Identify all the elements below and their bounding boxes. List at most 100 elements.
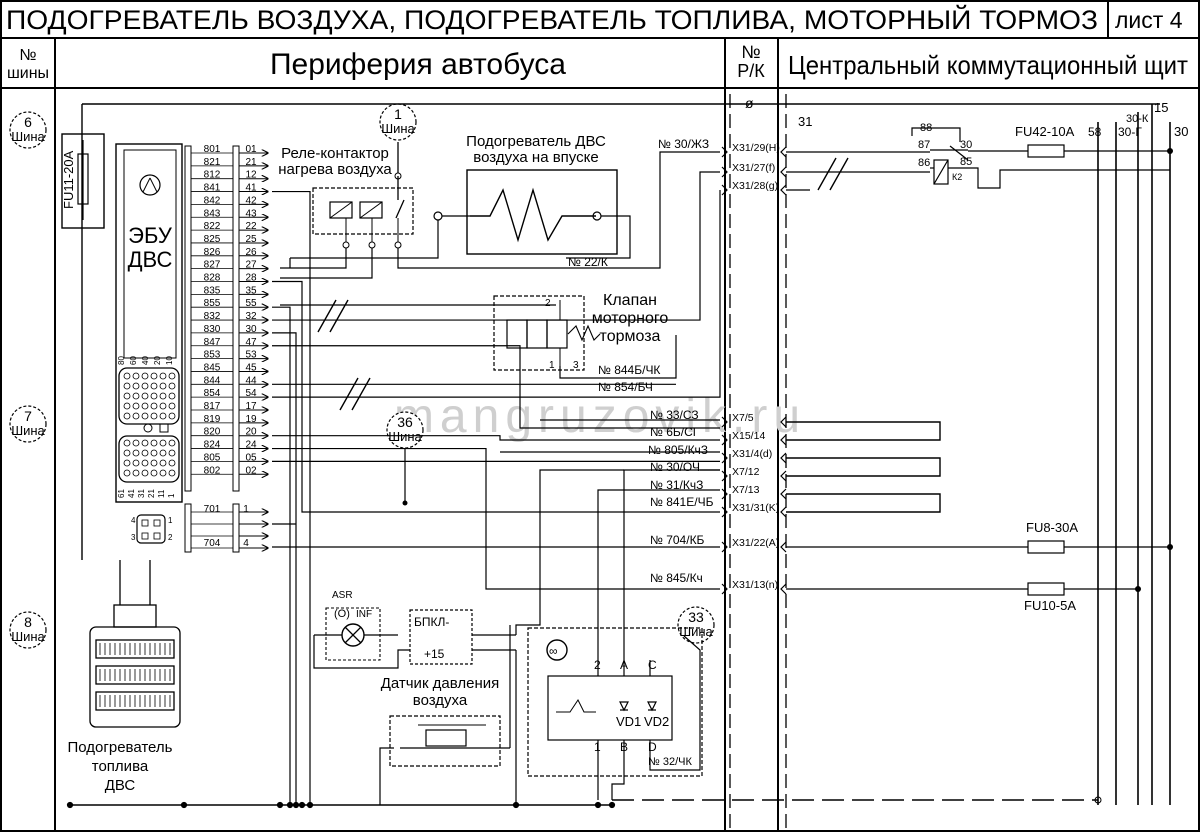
bus-58: 58 xyxy=(1088,125,1102,139)
ecu-pin: 24 xyxy=(245,440,257,451)
ecu-pin: 21 xyxy=(245,157,257,168)
ecu-pin: 20 xyxy=(245,427,257,438)
ecu-pin: 25 xyxy=(245,234,257,245)
fuel-heater xyxy=(89,560,181,728)
connector-X7-5: X7/5 xyxy=(721,412,787,428)
ecu-wire-812: 812 xyxy=(204,170,221,181)
wire-22k: № 22/К xyxy=(568,255,608,269)
ecu-wire-701: 701 xyxy=(204,504,221,515)
wire-30zh: № 30/ЖЗ xyxy=(658,137,709,151)
bus-15: 15 xyxy=(1154,100,1168,115)
ecu-wire-853: 853 xyxy=(204,350,221,361)
ecu-wire-847: 847 xyxy=(204,337,221,348)
svg-text:(O): (O) xyxy=(334,608,350,620)
engine-brake-valve xyxy=(493,295,585,371)
wire-33: № 33/СЗ xyxy=(650,408,699,422)
bus-label: Шина xyxy=(11,423,45,438)
connector-label: X31/4(d) xyxy=(732,448,772,460)
relay-heater xyxy=(312,187,414,235)
wire-841: № 841Е/ЧБ xyxy=(650,495,714,509)
ecu-wire-830: 830 xyxy=(204,324,221,335)
periphery-header: Периферия автобуса xyxy=(270,48,566,81)
wire-6b: № 6Б/СГ xyxy=(650,425,700,439)
ecu-wire-843: 843 xyxy=(204,208,221,219)
wire-844: № 844Б/ЧК xyxy=(598,363,660,377)
ecu-wire-802: 802 xyxy=(204,465,221,476)
svg-text:C: C xyxy=(648,658,657,672)
harness-820 xyxy=(272,435,720,441)
ecu-pin: 27 xyxy=(245,260,257,271)
bus-label: Шина xyxy=(11,629,45,644)
ecu-pin: 54 xyxy=(245,388,257,399)
ecu-pin: 43 xyxy=(245,208,257,219)
ecu-pin: 45 xyxy=(245,362,257,373)
bus-30k: 30-К xyxy=(1126,113,1149,125)
ecu-wire-826: 826 xyxy=(204,247,221,258)
ecu-block xyxy=(115,143,183,503)
svg-text:30: 30 xyxy=(960,139,972,151)
bus-label: Шина xyxy=(388,429,422,444)
ecu-wire-820: 820 xyxy=(204,427,221,438)
ecu-wire-832: 832 xyxy=(204,311,221,322)
ecu-wire-801: 801 xyxy=(204,144,221,155)
bus-circle xyxy=(386,411,424,449)
svg-text:85: 85 xyxy=(960,156,972,168)
harness-855 xyxy=(272,306,291,805)
harness-841 xyxy=(272,190,311,805)
connector-X31-13-n-: X31/13(n) xyxy=(721,579,787,595)
ecu-wire-817: 817 xyxy=(204,401,221,412)
ecu-wire-841: 841 xyxy=(204,183,221,194)
ecu-wire-854: 854 xyxy=(204,388,221,399)
small-conn-pin: 3 xyxy=(131,533,136,542)
connector-X31-28-g-: X31/28(g) xyxy=(721,180,787,196)
ecu-wire-845: 845 xyxy=(204,362,221,373)
fuse-fu11-label: FU11-20A xyxy=(61,150,76,209)
ecu-pin: 32 xyxy=(245,311,257,322)
connector-X15-14: X15/14 xyxy=(721,430,787,446)
small-conn-pin: 4 xyxy=(131,516,136,525)
ecu-wire-819: 819 xyxy=(204,414,221,425)
bus-circle xyxy=(9,611,47,649)
svg-text:1: 1 xyxy=(549,360,555,371)
connector-label: X31/29(H) xyxy=(732,142,780,154)
relay-k2 xyxy=(911,127,1170,189)
bus-circle xyxy=(9,405,47,443)
svg-text:3: 3 xyxy=(573,360,579,371)
watermark: mangruzovik.ru xyxy=(394,390,806,443)
air-pressure-sensor xyxy=(389,715,501,767)
fuse-fu8 xyxy=(1027,540,1065,554)
harness-847 xyxy=(272,345,720,429)
connector-X31-31-K-: X31/31(K) xyxy=(721,502,787,518)
ecu-pin: 44 xyxy=(245,375,257,386)
bus-30g: 30-Г xyxy=(1118,125,1142,139)
ecu-pin: 35 xyxy=(245,285,257,296)
conn-pin-label: 41 xyxy=(127,489,136,498)
harness-832 xyxy=(272,171,720,321)
connector-label: X31/31(K) xyxy=(732,502,779,514)
diode-vd1: VD1 xyxy=(616,714,641,729)
bus-30: 30 xyxy=(1174,124,1188,139)
ecu-wire-825: 825 xyxy=(204,234,221,245)
ecu-pin: 1 xyxy=(243,504,249,515)
connector-X31-22-A-: X31/22(A) xyxy=(721,537,787,553)
ecu-wire-842: 842 xyxy=(204,195,221,206)
conn-pin-label: 40 xyxy=(141,356,150,365)
svg-text:87: 87 xyxy=(918,139,930,151)
bus-circle xyxy=(9,111,47,149)
ecu-pin: 22 xyxy=(245,221,257,232)
bus-label: Шина xyxy=(381,121,415,136)
bus-circle xyxy=(677,606,715,644)
bus-number: 36 xyxy=(397,414,413,430)
wire-31: № 31/КчЗ xyxy=(650,478,703,492)
harness-828 xyxy=(272,280,720,513)
